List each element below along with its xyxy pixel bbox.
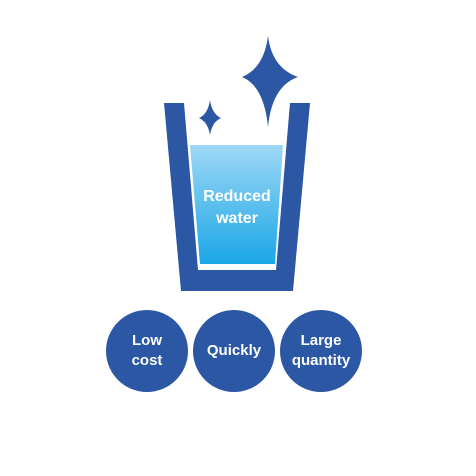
water-fill — [190, 145, 283, 264]
water-label-line1: Reduced — [203, 188, 271, 205]
sparkle-small-icon — [199, 100, 221, 135]
feature-quickly: Quickly — [193, 310, 275, 392]
feature-label-line2: quantity — [291, 352, 351, 369]
water-label: Reduced water — [190, 186, 284, 230]
glass-icon — [164, 103, 310, 291]
feature-label-line1: Low — [132, 332, 162, 349]
sparkle-large-icon — [242, 36, 298, 127]
feature-label-line1: Large — [300, 332, 342, 349]
feature-large-quantity: Large quantity — [280, 310, 362, 392]
feature-low-cost: Low cost — [106, 310, 188, 392]
water-label-line2: water — [216, 210, 258, 227]
feature-label-line1: Quickly — [206, 342, 262, 359]
feature-label-line2: cost — [131, 352, 163, 369]
